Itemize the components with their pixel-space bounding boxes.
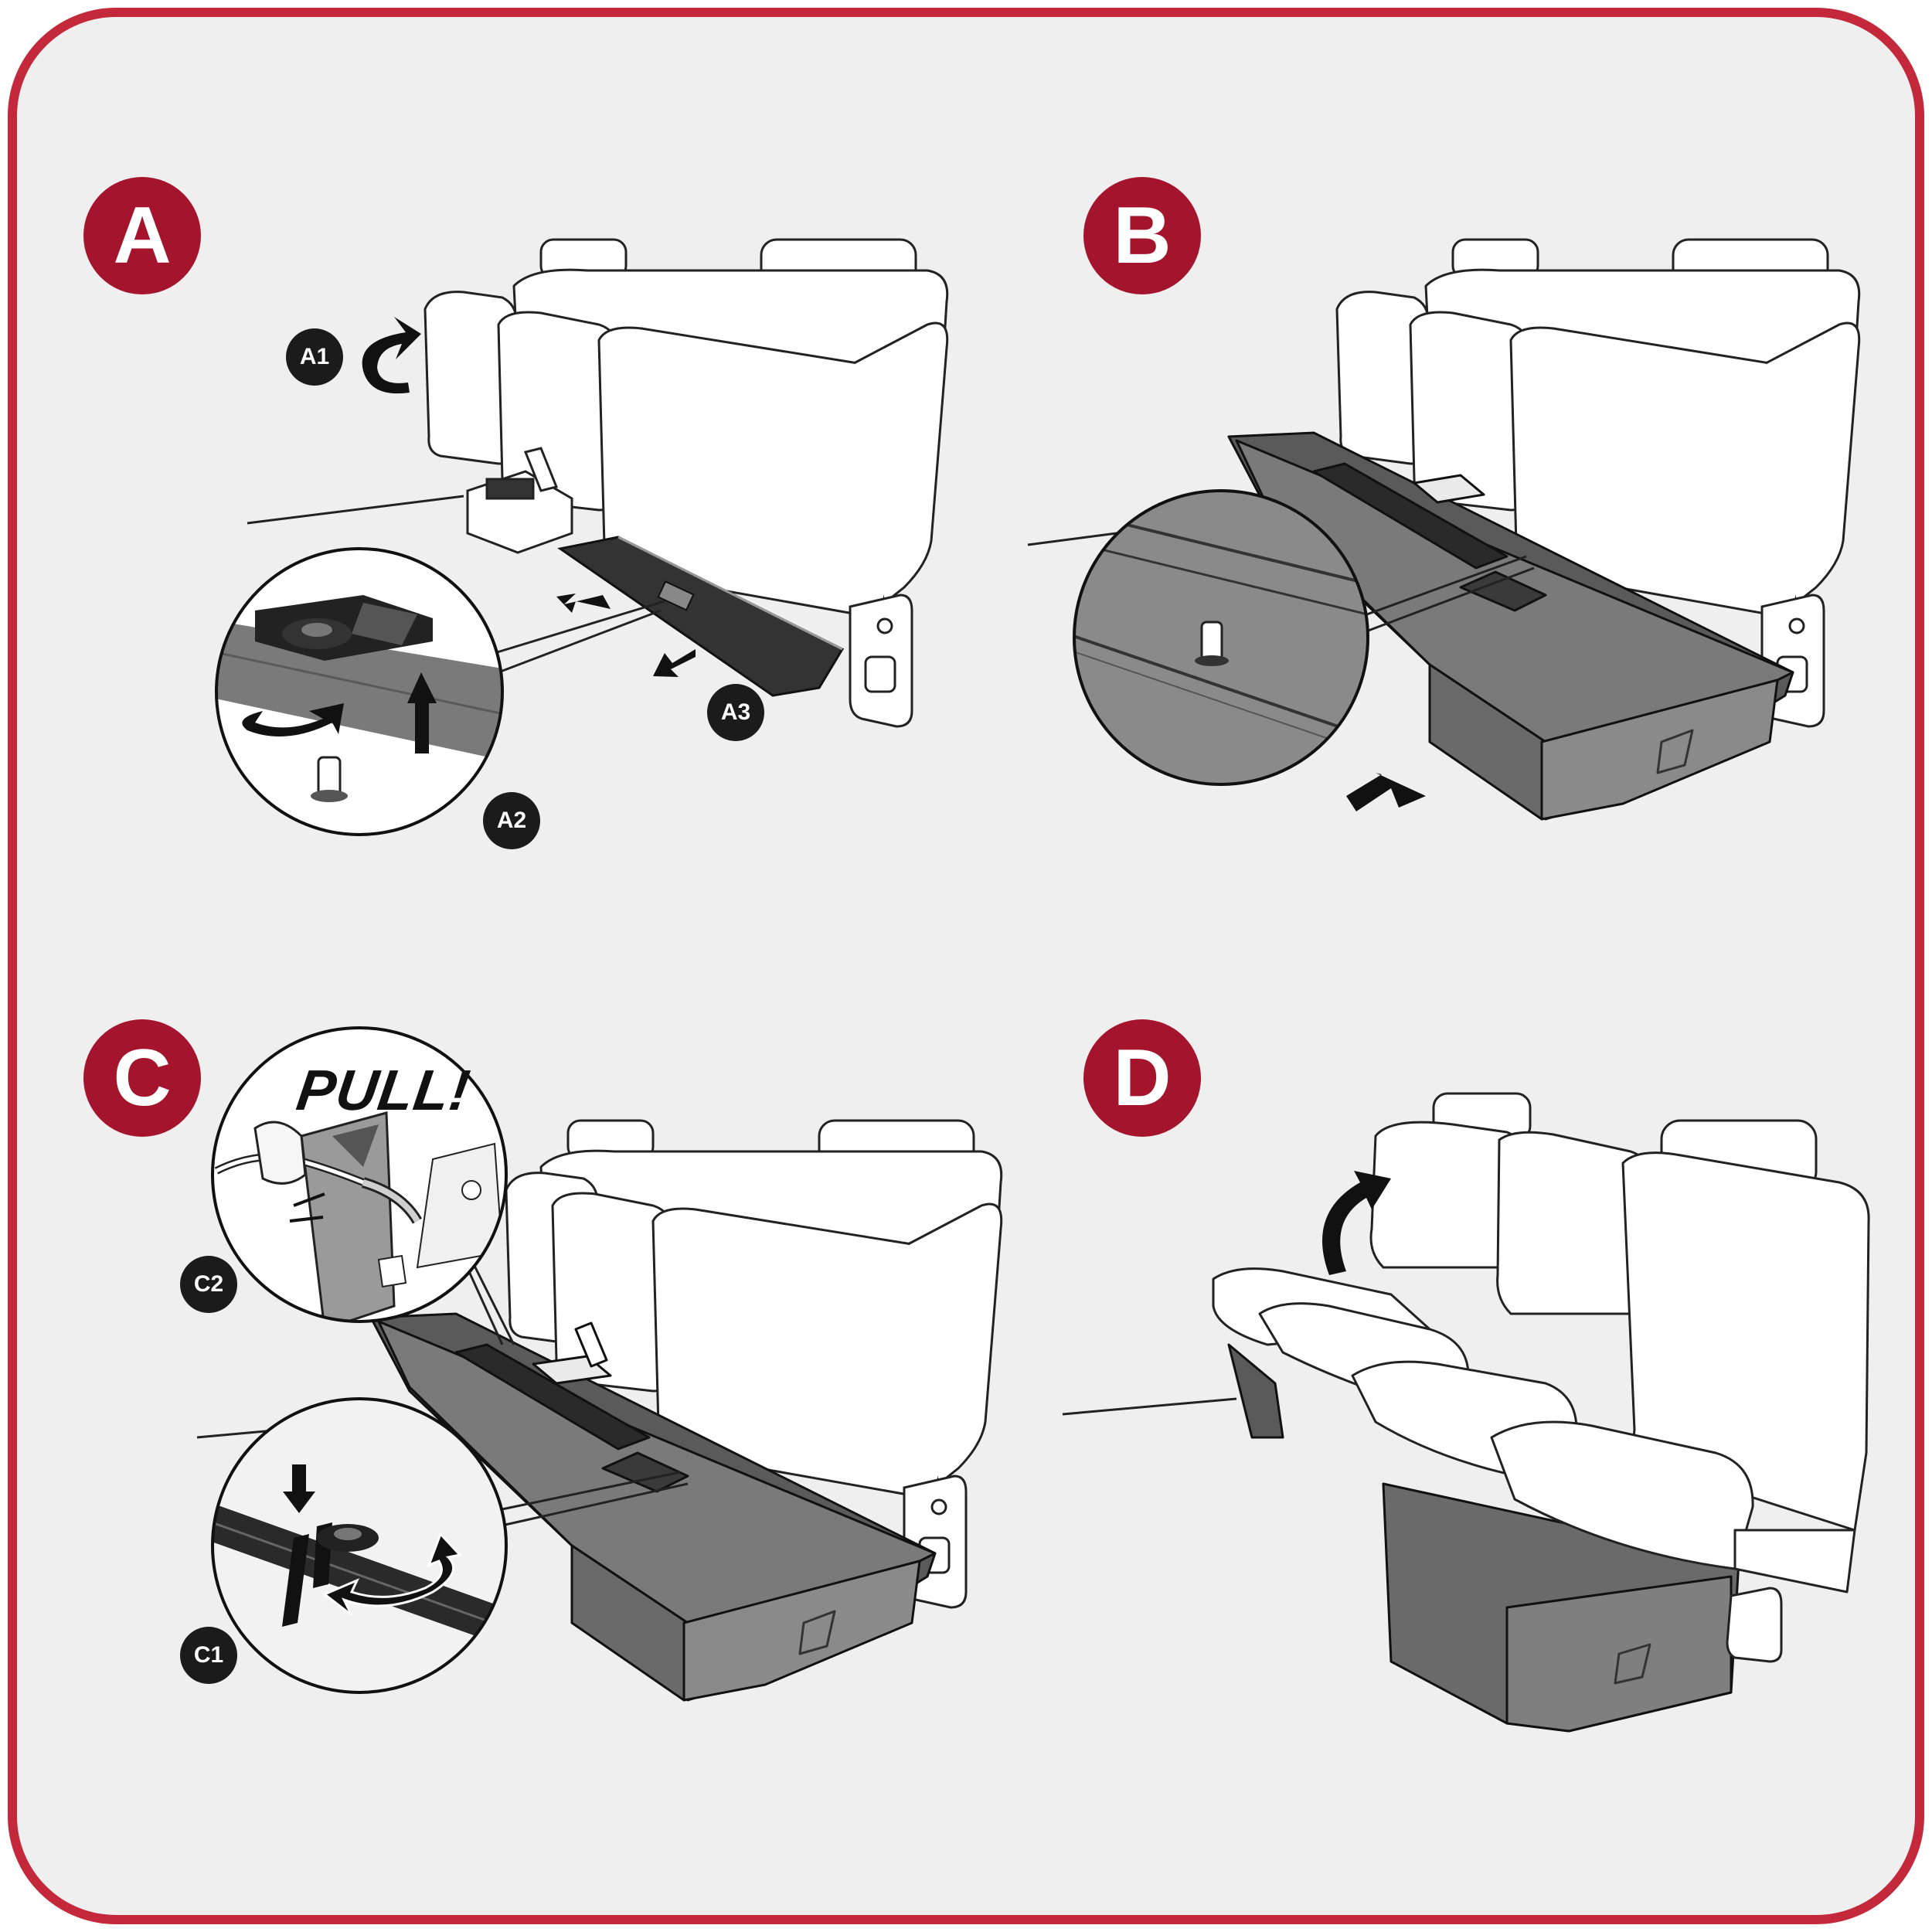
inset-c2 [211,1026,508,1323]
step-badge-c: C [83,1019,201,1137]
storage-bin [369,1312,937,1702]
arrow-left-icon [653,649,696,677]
seat-upright [1212,1092,1870,1594]
arrow-down-icon [283,1464,315,1513]
leader-line [247,495,464,525]
seat-back-rear [539,1119,1003,1246]
panel-d [1062,1092,1870,1733]
curved-arrow-icon [1322,1171,1391,1275]
sub-badge-c1: C1 [180,1627,237,1684]
pull-callout: PULL! [293,1058,474,1122]
sub-badge-c2: C2 [180,1256,237,1313]
anchor-block [466,447,573,554]
inset-a [215,547,504,836]
step-badge-d: D [1083,1019,1201,1137]
leader-line [1062,1397,1237,1416]
counterclockwise-arrow-icon [362,317,421,394]
panel-b [1027,238,1861,821]
arrow-left-icon [556,594,611,613]
arrow-right-icon [1346,773,1426,811]
storage-bin [1227,431,1794,821]
seat-bracket [1726,1587,1783,1663]
panel-c [196,1026,1003,1702]
inset-c1 [211,1397,508,1694]
sub-badge-a3: A3 [707,684,764,741]
step-badge-a: A [83,177,201,294]
floor-rail [557,536,845,697]
sub-badge-a1: A1 [286,328,343,386]
panel-a [215,238,949,836]
seat-bracket [849,594,913,728]
rotate-arrow-icon [322,1532,462,1617]
sub-badge-a2: A2 [483,792,540,849]
rotate-arrow-icon [242,703,344,736]
seat-cushions-folded [505,1172,1003,1498]
step-badge-b: B [1083,177,1201,294]
arrow-up-icon [407,672,437,753]
inset-b [1073,489,1369,786]
seat-cushions-folded [1335,291,1861,617]
